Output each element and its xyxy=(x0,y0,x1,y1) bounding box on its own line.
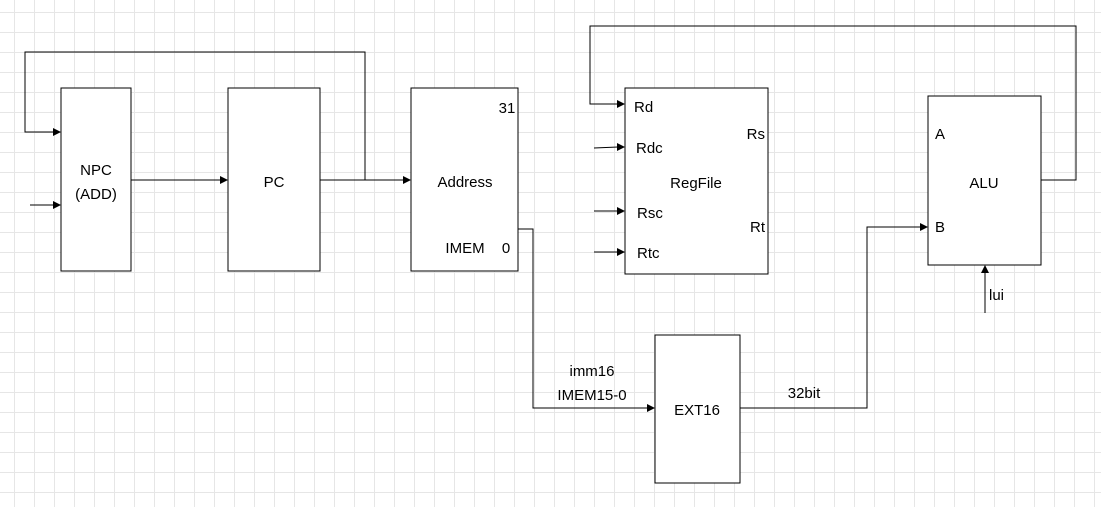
imem-address-label: Address xyxy=(437,174,492,191)
lui-control-wire xyxy=(981,265,989,313)
regfile-port-rdc: Rdc xyxy=(636,140,663,157)
pc-label: PC xyxy=(264,174,285,191)
pc-to-imem-wire xyxy=(320,176,411,184)
npc-sublabel: (ADD) xyxy=(75,186,117,203)
regfile-port-rd: Rd xyxy=(634,99,653,116)
npc-label: NPC xyxy=(80,162,112,179)
imem-block: Address 31 IMEM 0 xyxy=(410,87,519,272)
npc-to-pc-wire xyxy=(131,176,228,184)
regfile-label: RegFile xyxy=(670,175,722,192)
pc-block: PC xyxy=(227,87,321,272)
ext16-label: EXT16 xyxy=(674,402,720,419)
rsc-input-wire xyxy=(594,207,625,215)
imem-top-bit: 31 xyxy=(499,100,516,117)
alu-label: ALU xyxy=(969,175,998,192)
imem-name-label: IMEM xyxy=(445,240,484,257)
regfile-port-rt: Rt xyxy=(750,219,766,236)
imem-bottom-bit: 0 xyxy=(502,240,510,257)
imem-to-ext16-wire xyxy=(518,228,655,412)
pc-feedback-wire xyxy=(24,51,366,180)
ext16-to-alu-wire xyxy=(740,223,928,409)
alu-block: ALU A B xyxy=(927,95,1042,266)
regfile-port-rs: Rs xyxy=(747,126,765,143)
alu-input-b: B xyxy=(935,219,945,236)
alu-input-a: A xyxy=(935,126,945,143)
imm16-label: imm16 xyxy=(569,363,614,380)
regfile-port-rsc: Rsc xyxy=(637,205,663,222)
regfile-port-rtc: Rtc xyxy=(637,245,660,262)
32bit-label: 32bit xyxy=(788,385,821,402)
rtc-input-wire xyxy=(594,248,625,256)
rdc-input-wire xyxy=(593,143,625,151)
alu-to-rd-wire xyxy=(589,25,1077,181)
regfile-block: RegFile Rd Rdc Rsc Rtc Rs Rt xyxy=(624,87,769,275)
lui-label: lui xyxy=(989,287,1004,304)
imem-slice-label: IMEM15-0 xyxy=(557,387,626,404)
npc-input-wire xyxy=(30,201,61,209)
npc-block: NPC (ADD) xyxy=(60,87,132,272)
ext16-block: EXT16 xyxy=(654,334,741,484)
